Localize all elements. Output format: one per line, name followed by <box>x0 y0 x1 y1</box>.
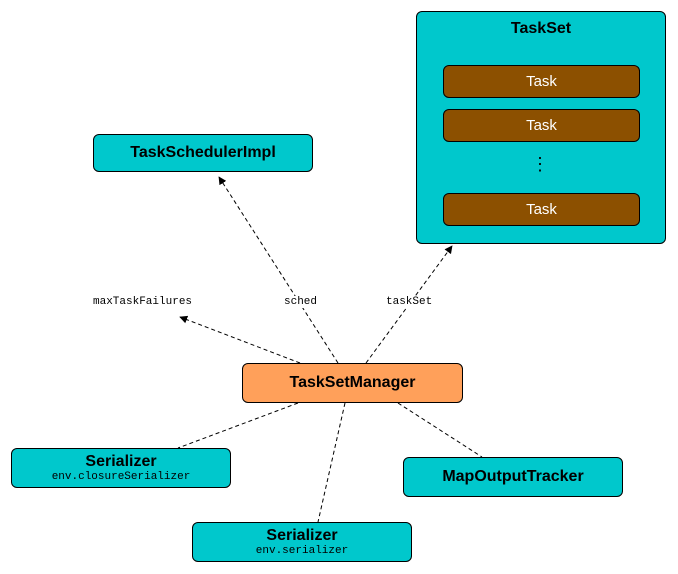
closure-serializer-title: Serializer <box>85 452 157 470</box>
serializer-sub: env.serializer <box>255 544 349 557</box>
edge-sched <box>218 176 339 364</box>
map-output-tracker-node[interactable]: MapOutputTracker <box>403 457 623 497</box>
serializer-node[interactable]: Serializer env.serializer <box>192 522 412 562</box>
map-output-tracker-title: MapOutputTracker <box>442 468 584 485</box>
task-set-manager-node[interactable]: TaskSetManager <box>242 363 463 403</box>
task-scheduler-impl-title: TaskSchedulerImpl <box>130 144 276 161</box>
task-scheduler-impl-node[interactable]: TaskSchedulerImpl <box>93 134 313 172</box>
task-set-manager-title: TaskSetManager <box>289 374 416 391</box>
edge-map-output-tracker <box>397 402 483 458</box>
task-ellipsis: ⋮ <box>531 154 549 174</box>
edge-closure-serializer <box>177 402 299 449</box>
closure-serializer-node[interactable]: Serializer env.closureSerializer <box>11 448 231 488</box>
task-item[interactable]: Task <box>443 109 640 142</box>
edge-label-sched: sched <box>284 296 318 308</box>
edge-serializer <box>317 402 346 523</box>
task-item[interactable]: Task <box>443 193 640 226</box>
edge-max-task-failures <box>179 315 301 364</box>
edge-label-max-task-failures: maxTaskFailures <box>93 296 193 308</box>
serializer-title: Serializer <box>266 526 338 544</box>
task-item[interactable]: Task <box>443 65 640 98</box>
closure-serializer-sub: env.closureSerializer <box>51 470 191 483</box>
edge-label-taskset: taskSet <box>386 296 433 308</box>
taskset-title: TaskSet <box>510 20 572 37</box>
